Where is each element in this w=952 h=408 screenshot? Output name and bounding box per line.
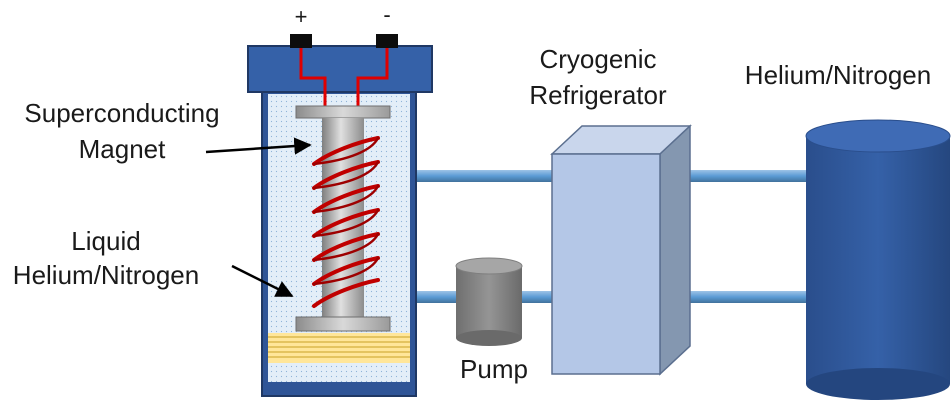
plus-label: + <box>295 4 308 29</box>
cryogenic-refrigerator <box>550 124 692 376</box>
magnet-label-line1: Superconducting <box>24 98 219 128</box>
terminal-negative <box>376 34 398 48</box>
pump-label: Pump <box>460 354 528 384</box>
refrigerator-label-line1: Cryogenic <box>539 44 656 74</box>
magnet-pointer-arrow <box>205 137 312 155</box>
magnet-label-line2: Magnet <box>79 134 166 164</box>
liquid-pointer-arrow <box>231 264 294 298</box>
liquid-label-line2: Helium/Nitrogen <box>13 260 199 290</box>
pipe-lower-right <box>662 291 810 303</box>
refrigerator-label-line2: Refrigerator <box>529 80 667 110</box>
pipe-upper-left <box>412 170 554 182</box>
insulation-layers <box>268 333 410 363</box>
pump <box>455 257 523 346</box>
magnet-coil <box>312 136 380 308</box>
liquid-label-line1: Liquid <box>71 226 140 256</box>
lead-wires <box>299 48 389 112</box>
terminal-positive <box>290 34 312 48</box>
minus-label: - <box>383 2 390 27</box>
helium-nitrogen-tank <box>805 119 951 400</box>
tank-label: Helium/Nitrogen <box>745 60 931 90</box>
pipe-upper-right <box>662 170 810 182</box>
